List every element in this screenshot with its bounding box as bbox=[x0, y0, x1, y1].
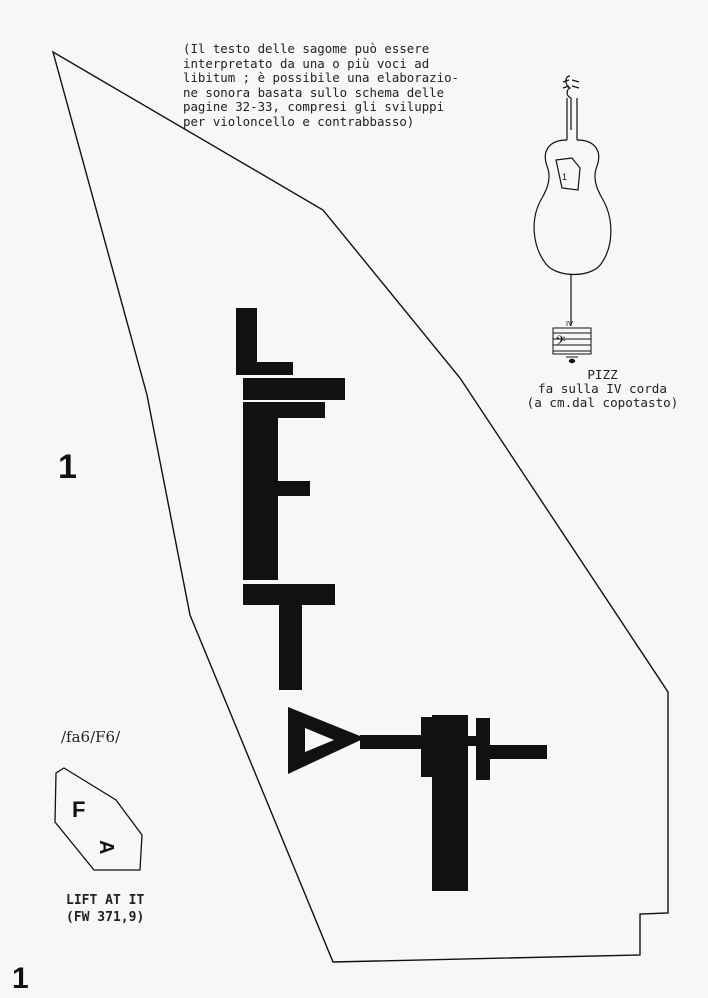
cello-shape-marker: 1 bbox=[562, 172, 567, 182]
small-letter-f: F bbox=[72, 797, 85, 822]
letter-l bbox=[236, 308, 293, 375]
pizz-line: PIZZ bbox=[587, 367, 618, 382]
note-head bbox=[568, 358, 576, 364]
caption-line: LIFT AT IT bbox=[66, 893, 145, 908]
cello-icon bbox=[533, 75, 612, 326]
source-caption: LIFT AT IT (FW 371,9) bbox=[66, 892, 144, 926]
letter-a bbox=[288, 707, 365, 774]
letter-t-first bbox=[243, 584, 335, 690]
pizz-line: (a cm.dal copotasto) bbox=[526, 395, 679, 410]
caption-line: (FW 371,9) bbox=[66, 910, 145, 925]
bass-clef-icon: 𝄢 bbox=[555, 333, 565, 352]
pizz-line: fa sulla IV corda bbox=[538, 381, 667, 396]
note-line: pagine 32-33, compresi gli sviluppi bbox=[183, 99, 445, 115]
note-line: (Il testo delle sagome può essere bbox=[183, 41, 430, 56]
small-letter-a: A bbox=[95, 840, 117, 854]
page-number: 1 bbox=[12, 962, 29, 995]
small-shape-outline bbox=[54, 767, 143, 871]
note-line: ne sonora basata sullo schema delle bbox=[183, 84, 445, 100]
pizz-instruction: PIZZ fa sulla IV corda (a cm.dal copotas… bbox=[500, 368, 705, 410]
note-line: per violoncello e contrabbasso) bbox=[183, 113, 415, 129]
shape-number: 1 bbox=[58, 448, 77, 486]
string-label: IV bbox=[566, 320, 573, 328]
letter-f bbox=[243, 402, 325, 580]
bass-clef-staff bbox=[552, 327, 592, 358]
letter-t-and-i-rotated bbox=[360, 715, 547, 891]
note-line: interpretato da una o più voci ad bbox=[183, 55, 430, 71]
letter-i bbox=[243, 378, 345, 400]
note-line: libitum ; è possibile una elaborazio- bbox=[183, 70, 460, 86]
performance-note: (Il testo delle sagome può essere interp… bbox=[183, 41, 553, 130]
pitch-code: /fa6/F6/ bbox=[61, 728, 121, 746]
large-shape-outline bbox=[51, 50, 669, 963]
